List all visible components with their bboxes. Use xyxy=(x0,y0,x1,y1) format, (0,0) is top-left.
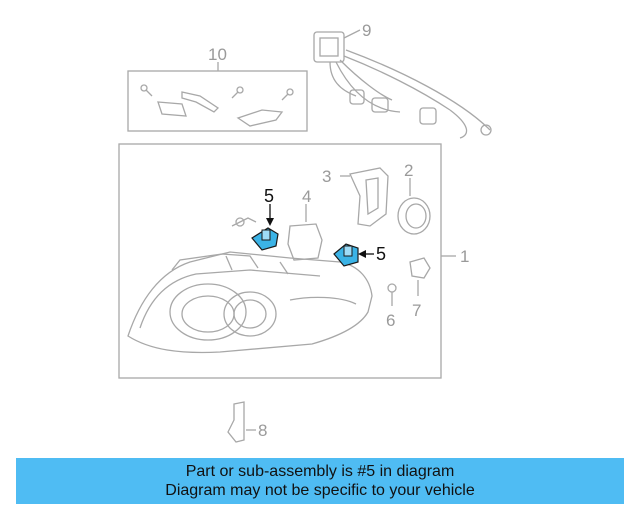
callout-5-left: 5 xyxy=(264,186,274,206)
part-1-assembly-box xyxy=(118,143,442,379)
part-5-bulb-left xyxy=(251,227,279,251)
callout-7: 7 xyxy=(412,301,421,320)
part-2-ring xyxy=(397,178,431,235)
arrow-5-right-head xyxy=(358,250,366,258)
callout-10: 10 xyxy=(208,45,227,64)
part-10-hardware-kit xyxy=(127,62,308,132)
arrow-5-left-head xyxy=(266,218,274,226)
headlamp-housing xyxy=(127,251,373,354)
part-5-bulb-right xyxy=(333,243,359,267)
callout-1: 1 xyxy=(460,247,469,266)
callout-8: 8 xyxy=(258,421,267,440)
callout-5-right: 5 xyxy=(376,244,386,264)
banner-line-2: Diagram may not be specific to your vehi… xyxy=(165,482,475,499)
callout-9: 9 xyxy=(362,21,371,40)
callout-4: 4 xyxy=(302,187,311,206)
callout-3: 3 xyxy=(322,167,331,186)
callout-6: 6 xyxy=(386,311,395,330)
part-6-screw xyxy=(387,283,397,306)
info-banner: Part or sub-assembly is #5 in diagram Di… xyxy=(16,458,624,504)
part-9-wiring-harness xyxy=(313,29,492,139)
part-3-bracket xyxy=(340,167,389,227)
part-4-ballast xyxy=(287,204,323,261)
callout-2: 2 xyxy=(404,161,413,180)
part-8-bracket xyxy=(227,401,256,443)
banner-line-1: Part or sub-assembly is #5 in diagram xyxy=(185,463,455,480)
part-7-bulb xyxy=(409,257,431,296)
bulb-socket-wire xyxy=(231,217,257,227)
